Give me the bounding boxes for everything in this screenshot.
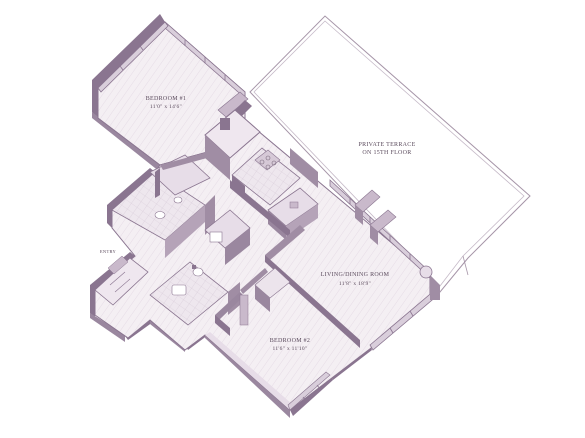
interior-walls — [160, 150, 360, 348]
bedroom2-dims: 11'6" x 11'10" — [272, 346, 307, 352]
terrace-name: PRIVATE TERRACE — [358, 142, 415, 148]
room-labels: BEDROOM #1 11'0" x 14'6" PRIVATE TERRACE… — [100, 96, 415, 352]
entry-label: ENTRY — [100, 249, 117, 254]
bedroom2-name: BEDROOM #2 — [270, 338, 311, 344]
bedroom1-name: BEDROOM #1 — [146, 96, 187, 102]
entry-closet — [94, 255, 149, 306]
bedroom1-dims: 11'0" x 14'6" — [150, 104, 182, 110]
bedroom2-walls — [205, 267, 331, 411]
kitchen — [231, 147, 319, 240]
terrace-sub: ON 15TH FLOOR — [362, 150, 411, 156]
bathroom-2 — [149, 209, 251, 326]
closet-block — [204, 91, 261, 180]
living-windows — [329, 179, 440, 351]
living-dims: 11'8" x 18'9" — [339, 281, 371, 287]
living-name: LIVING/DINING ROOM — [321, 272, 390, 278]
bedroom1-windows — [97, 21, 246, 99]
